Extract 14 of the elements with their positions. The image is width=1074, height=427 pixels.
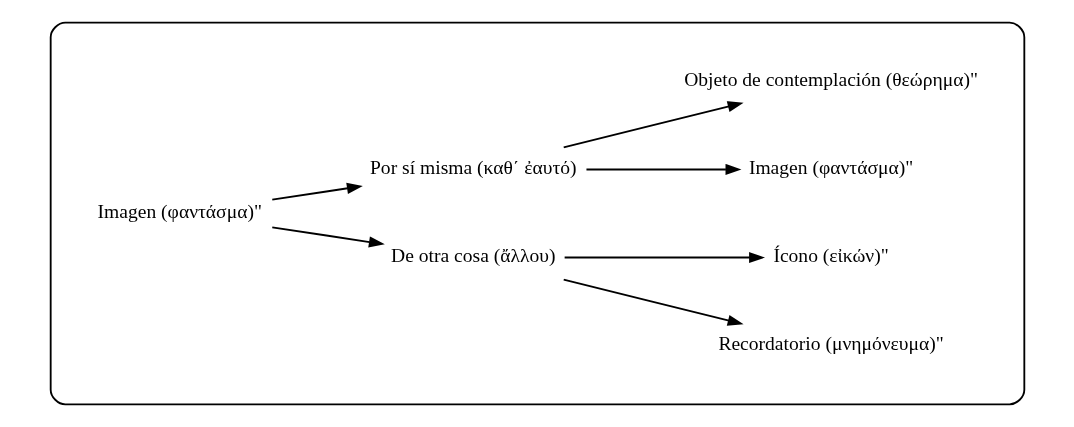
node-text: De otra cosa (ἄλλου)	[390, 245, 555, 267]
arrow	[562, 101, 744, 149]
arrow	[270, 182, 363, 201]
node-text: Ícono (εἰκών)"	[772, 245, 889, 267]
node-text: Imagen (φαντάσμα)"	[97, 201, 262, 223]
node-text: Imagen (φαντάσμα)"	[748, 157, 913, 179]
arrow	[563, 251, 765, 264]
cluster	[49, 21, 1025, 406]
arrow	[562, 278, 744, 326]
arrow	[585, 163, 741, 176]
arrow	[270, 226, 385, 248]
node-text: Por sí misma (καθ΄ ἐαυτό)	[369, 157, 577, 179]
node-text: Objeto de contemplación (θεώρημα)"	[683, 69, 978, 91]
node-text: Recordatorio (μνημόνευμα)"	[717, 333, 944, 355]
